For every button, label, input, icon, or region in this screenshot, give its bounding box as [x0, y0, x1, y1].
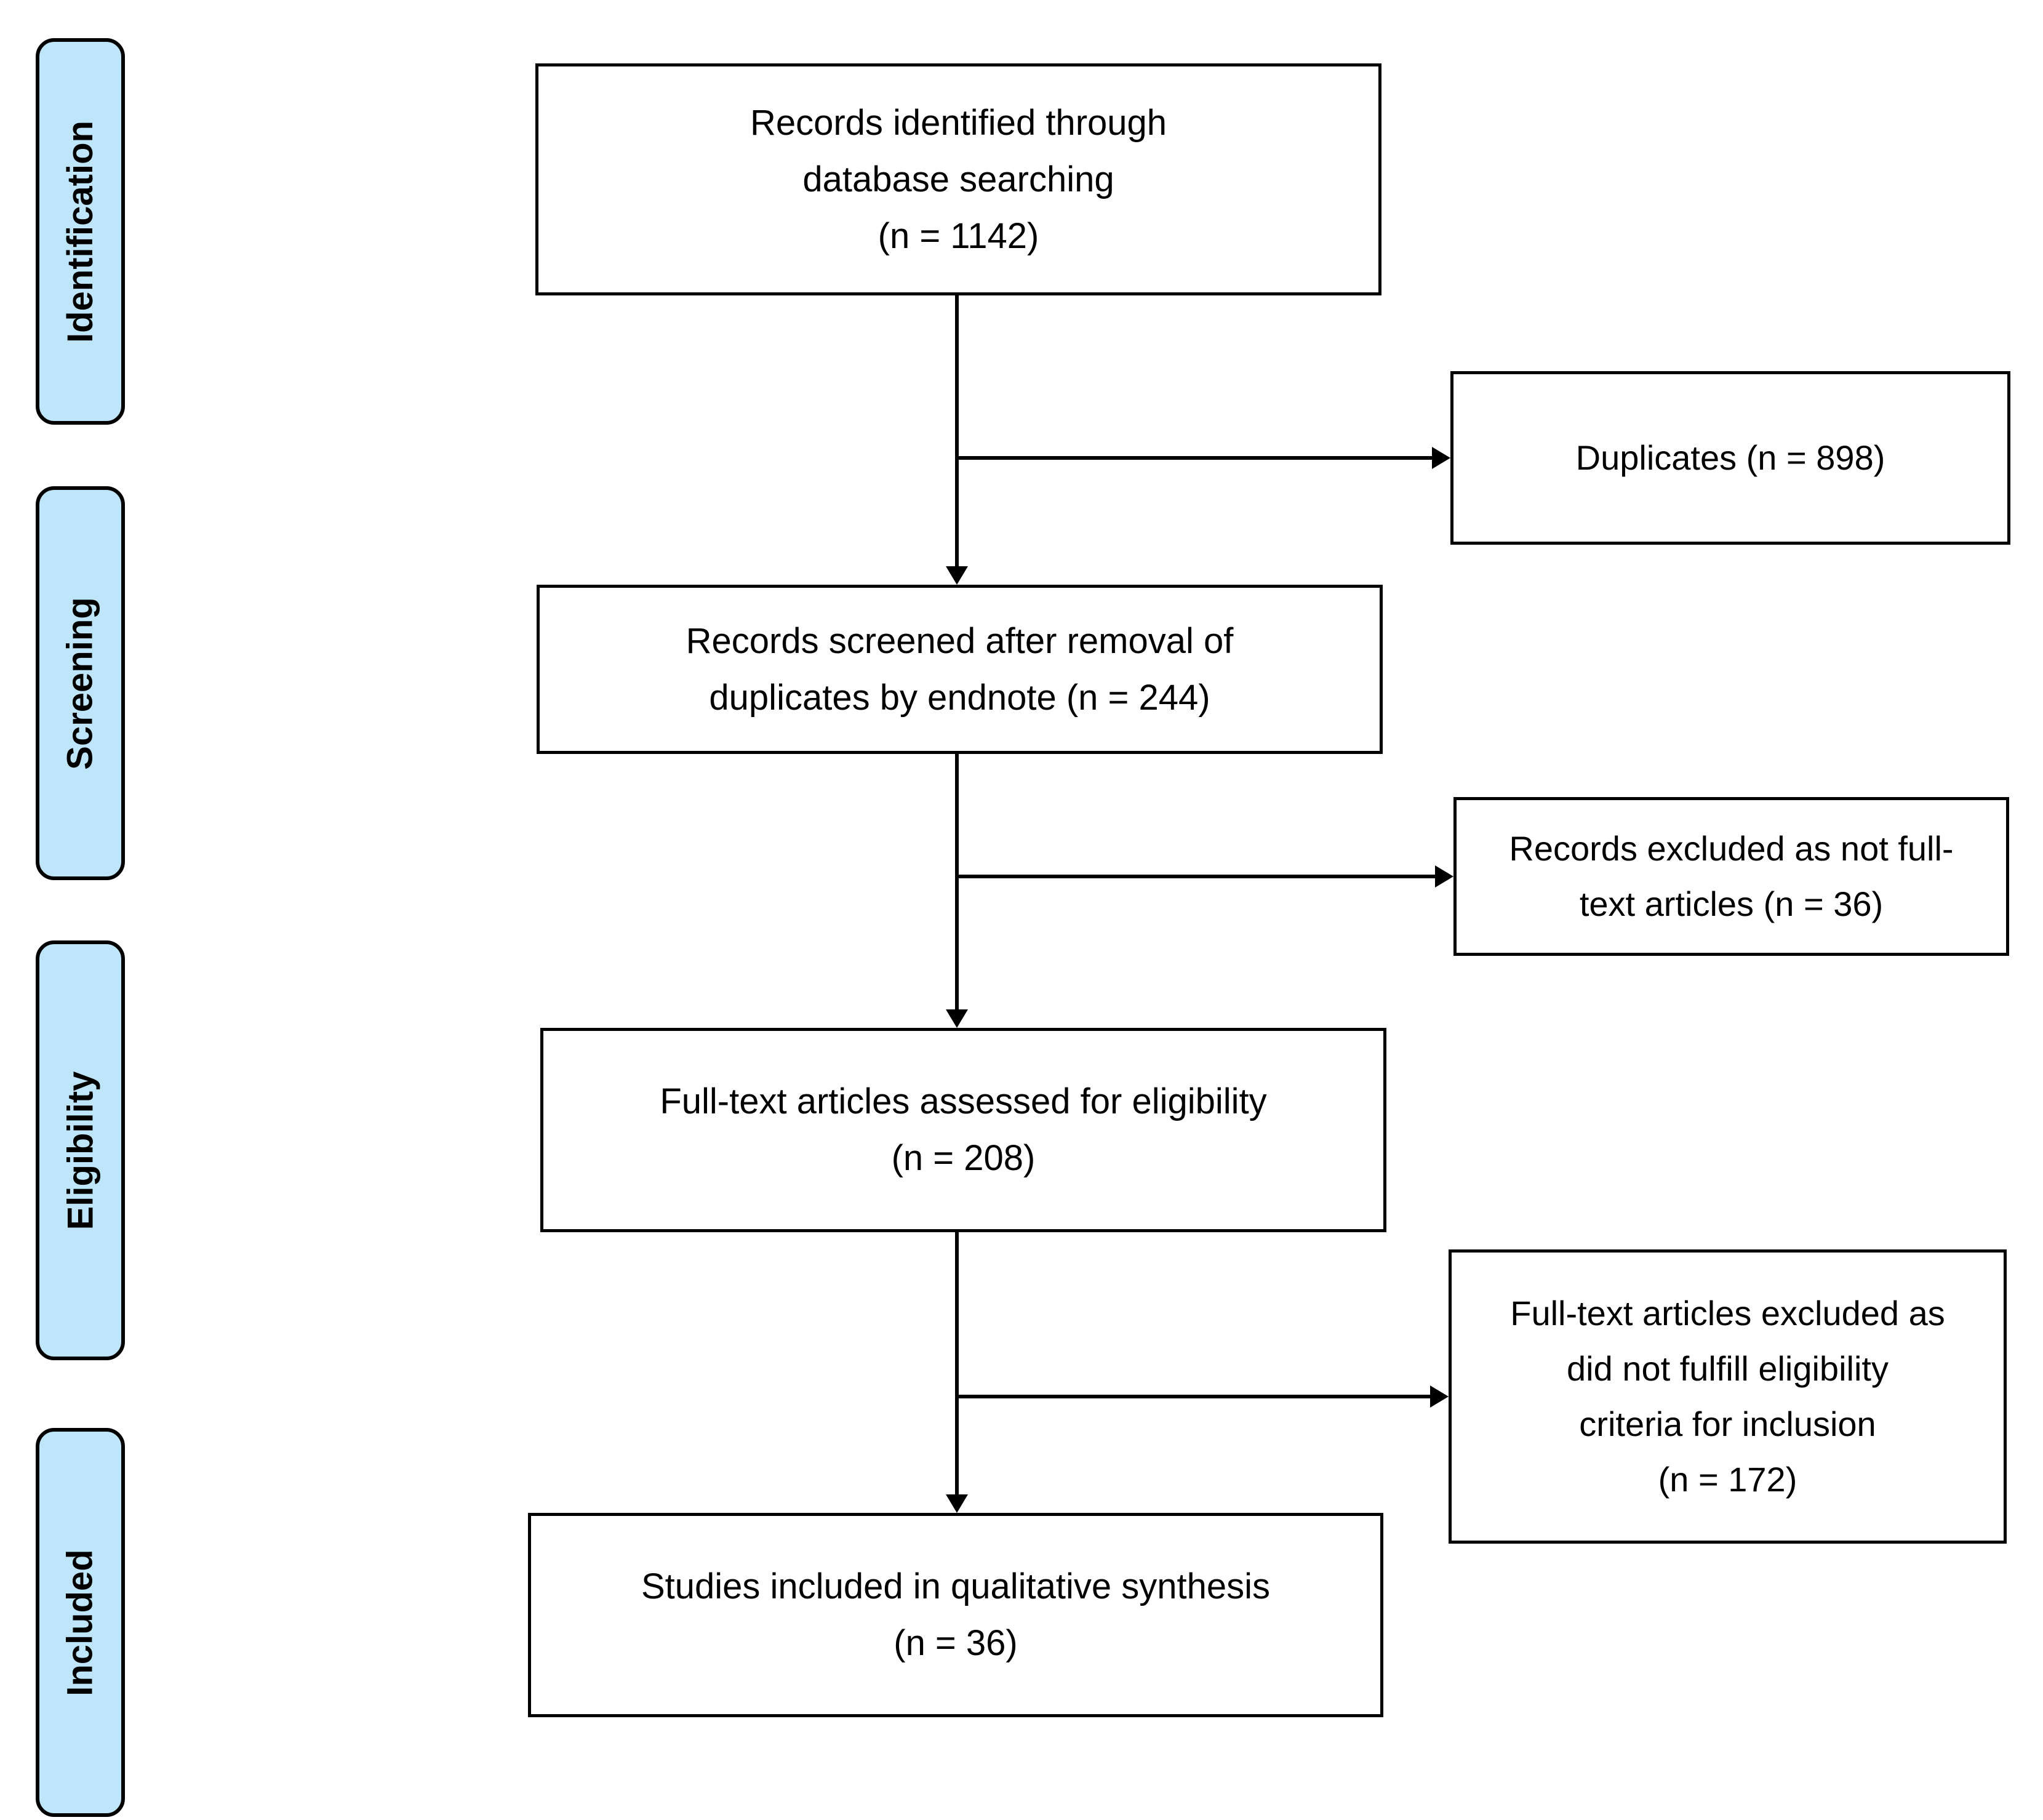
stage-label: Screening	[60, 596, 100, 770]
box-text-line: Records identified through	[750, 102, 1167, 143]
stage-label: Identification	[60, 120, 101, 343]
connector-to-fulltext-excluded	[957, 1395, 1431, 1398]
stage-label: Eligibility	[60, 1071, 100, 1230]
box-text-line: Records excluded as not full-	[1509, 829, 1954, 868]
stage-label: Included	[60, 1549, 100, 1696]
arrowhead-down-icon	[946, 1009, 968, 1028]
connector-identified-to-screened	[955, 295, 959, 567]
box-text-line: duplicates by endnote (n = 244)	[709, 677, 1210, 718]
connector-to-duplicates	[957, 456, 1433, 460]
stage-eligibility: Eligibility	[36, 940, 125, 1360]
stage-included: Included	[36, 1428, 125, 1817]
connector-screened-to-fulltext	[955, 754, 959, 1011]
arrowhead-right-icon	[1432, 447, 1450, 469]
stage-identification: Identification	[36, 38, 125, 425]
box-text-line: criteria for inclusion	[1579, 1405, 1876, 1443]
flow-box-studies-included: Studies included in qualitative synthesi…	[528, 1513, 1383, 1717]
box-text-line: Duplicates (n = 898)	[1575, 438, 1885, 477]
box-text-line: (n = 36)	[894, 1623, 1018, 1663]
flow-box-fulltext-assessed: Full-text articles assessed for eligibil…	[540, 1028, 1386, 1232]
box-text-line: database searching	[802, 159, 1114, 199]
arrowhead-right-icon	[1430, 1385, 1449, 1408]
flow-box-duplicates: Duplicates (n = 898)	[1450, 371, 2010, 545]
flow-box-fulltext-excluded: Full-text articles excluded as did not f…	[1449, 1249, 2007, 1544]
stage-screening: Screening	[36, 486, 125, 880]
arrowhead-down-icon	[946, 1494, 968, 1513]
box-text-line: did not fulfill eligibility	[1567, 1349, 1889, 1388]
box-text-line: Studies included in qualitative synthesi…	[641, 1566, 1271, 1606]
flow-box-records-identified: Records identified through database sear…	[535, 63, 1381, 295]
box-text-line: Records screened after removal of	[686, 620, 1234, 661]
box-text-line: (n = 208)	[891, 1138, 1036, 1178]
box-text-line: Full-text articles assessed for eligibil…	[660, 1081, 1267, 1121]
flow-box-records-screened: Records screened after removal of duplic…	[537, 585, 1383, 754]
box-text-line: text articles (n = 36)	[1579, 884, 1884, 923]
connector-fulltext-to-included	[955, 1232, 959, 1496]
arrowhead-right-icon	[1435, 865, 1453, 888]
connector-to-records-excluded	[957, 875, 1436, 878]
box-text-line: Full-text articles excluded as	[1510, 1294, 1945, 1333]
box-text-line: (n = 1142)	[878, 215, 1039, 256]
flow-box-records-excluded: Records excluded as not full- text artic…	[1453, 797, 2009, 956]
arrowhead-down-icon	[946, 566, 968, 585]
box-text-line: (n = 172)	[1658, 1460, 1797, 1499]
